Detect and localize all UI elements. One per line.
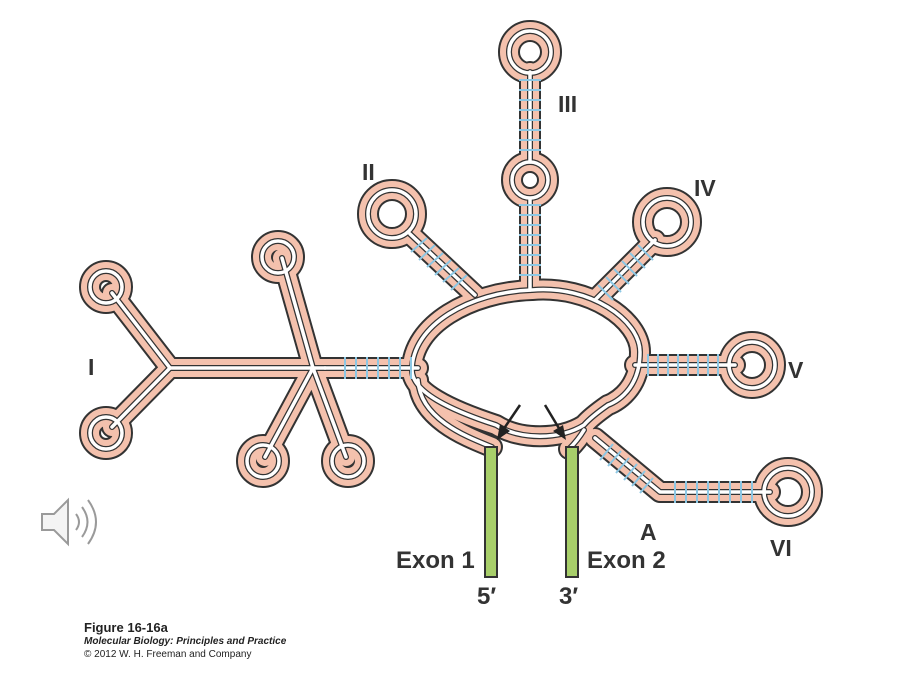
branch-point-label: A	[640, 519, 657, 545]
book-title: Molecular Biology: Principles and Practi…	[84, 636, 287, 648]
splice-site-arrow-5	[497, 404, 522, 440]
base-pairs-domain-iv	[597, 244, 654, 301]
base-pairs-domain-v	[647, 354, 719, 376]
domain-label-iv: IV	[694, 175, 716, 201]
exon-1-label: Exon 1	[396, 547, 475, 574]
splice-site-arrow-3	[543, 404, 566, 440]
figure-caption: Figure 16-16a Molecular Biology: Princip…	[84, 620, 286, 661]
copyright-line: © 2012 W. H. Freeman and Company	[84, 648, 252, 660]
domain-label-ii: II	[362, 159, 375, 185]
base-pairs-domain-vi	[599, 443, 753, 503]
domain-label-vi: VI	[770, 535, 792, 561]
speaker-icon-glyph	[41, 497, 97, 547]
domain-label-iii: III	[558, 91, 577, 117]
base-pairs-domain-iii-upper	[519, 79, 541, 151]
base-pairs-domain-ii	[410, 237, 468, 291]
rna-duplex-gap	[88, 29, 814, 518]
exon-2-label: Exon 2	[587, 547, 666, 574]
domain-label-i: I	[88, 354, 94, 380]
three-prime-end-label: 3′	[559, 583, 578, 610]
figure-number: Figure 16-16a	[84, 620, 168, 635]
base-pairs	[344, 79, 753, 503]
domain-label-v: V	[788, 357, 804, 383]
speaker-icon[interactable]	[38, 490, 110, 554]
base-pairs-domain-iii-lower	[519, 204, 541, 276]
exon-1-bar	[484, 446, 498, 578]
exon-2-bar	[565, 446, 579, 578]
base-pairs-domain-i	[344, 357, 412, 379]
five-prime-end-label: 5′	[477, 583, 496, 610]
